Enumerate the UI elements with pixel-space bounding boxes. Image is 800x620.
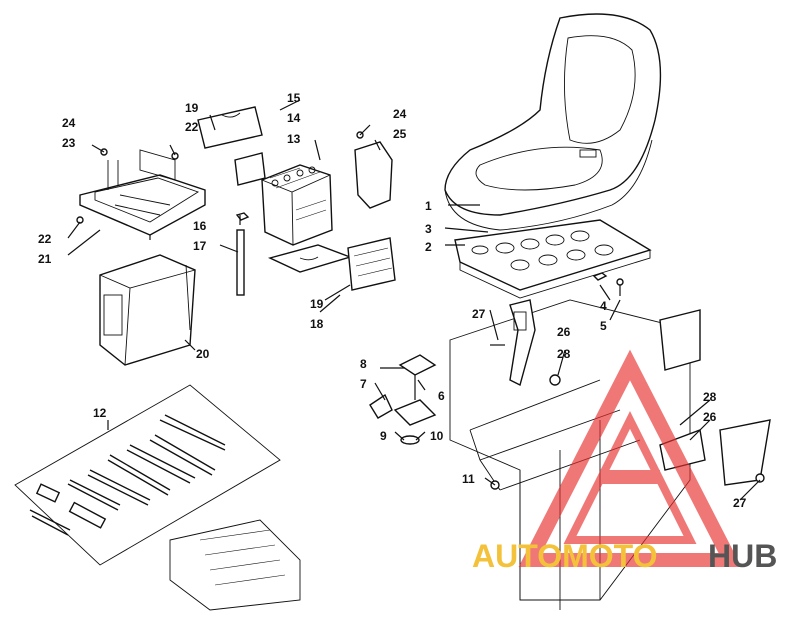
label-4: 4 (600, 299, 607, 313)
watermark-logo-icon (518, 349, 742, 567)
label-6: 6 (438, 389, 445, 403)
label-22-left: 22 (38, 232, 52, 246)
seat-bolts (592, 272, 624, 296)
label-9: 9 (380, 429, 387, 443)
label-28-right: 28 (703, 390, 717, 404)
label-13: 13 (287, 132, 301, 146)
part-labels: 1 3 2 4 5 8 7 6 9 10 11 12 13 14 15 19 2… (38, 91, 747, 510)
label-24-left: 24 (62, 116, 76, 130)
label-8: 8 (360, 357, 367, 371)
label-20: 20 (196, 347, 210, 361)
label-5: 5 (600, 319, 607, 333)
label-28-top: 28 (557, 347, 571, 361)
label-27-right: 27 (733, 496, 747, 510)
label-17: 17 (193, 239, 207, 253)
label-18: 18 (310, 317, 324, 331)
battery-pads (197, 106, 396, 291)
label-26-top: 26 (557, 325, 571, 339)
frame (169, 299, 771, 611)
label-21: 21 (38, 252, 52, 266)
label-26-right: 26 (703, 410, 717, 424)
label-22-top: 22 (185, 120, 199, 134)
label-19-top: 19 (185, 101, 199, 115)
label-19-bottom: 19 (310, 297, 324, 311)
battery-box (99, 254, 196, 366)
label-14: 14 (287, 111, 301, 125)
label-16: 16 (193, 219, 207, 233)
leader-lines (67, 99, 761, 501)
small-bolts (76, 148, 179, 224)
watermark: AUTOMOTO HUB (472, 349, 777, 574)
label-24-right: 24 (393, 107, 407, 121)
seat (444, 13, 662, 231)
label-12: 12 (93, 406, 107, 420)
label-3: 3 (425, 222, 432, 236)
watermark-text-auto: AUTOMOTO (472, 538, 657, 574)
label-10: 10 (430, 429, 444, 443)
label-25: 25 (393, 127, 407, 141)
label-2: 2 (425, 240, 432, 254)
tool-kit (14, 384, 281, 566)
battery (261, 164, 333, 246)
label-15: 15 (287, 91, 301, 105)
seat-base (454, 219, 652, 299)
latch-parts (369, 354, 437, 445)
label-1: 1 (425, 199, 432, 213)
hold-down-rod (235, 212, 250, 296)
label-23: 23 (62, 136, 76, 150)
battery-tray (79, 149, 206, 240)
watermark-text-hub: HUB (708, 538, 777, 574)
label-27-top: 27 (472, 307, 486, 321)
label-11: 11 (462, 472, 475, 486)
label-7: 7 (360, 377, 367, 391)
battery-bracket-right (354, 131, 393, 209)
